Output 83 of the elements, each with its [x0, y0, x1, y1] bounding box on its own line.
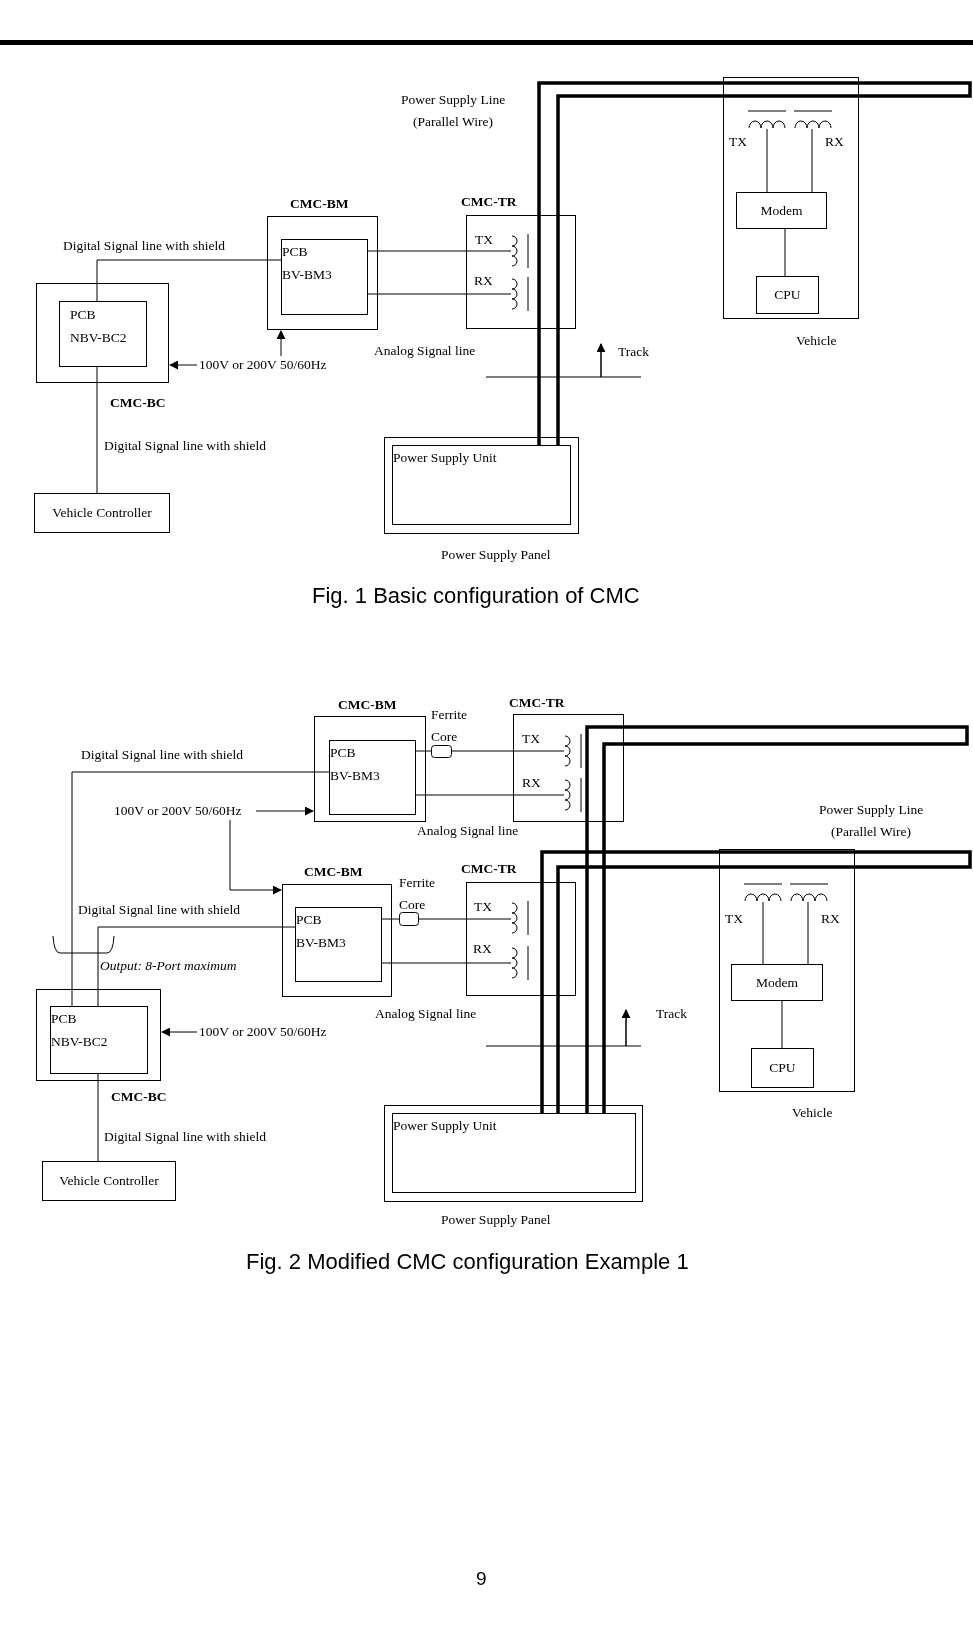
coil-label: TX — [522, 731, 540, 747]
track-label: Track — [656, 1006, 687, 1022]
component-box: Modem — [731, 964, 823, 1001]
coil-label: RX — [522, 775, 541, 791]
coil-label: TX — [475, 232, 493, 248]
connector-line — [381, 962, 512, 964]
track-label: Track — [618, 344, 649, 360]
wire-label: Power Supply Line (Parallel Wire) — [399, 91, 507, 131]
connector-line — [762, 901, 764, 965]
unit-heading: CMC-TR — [461, 194, 517, 210]
component-box: Vehicle Controller — [34, 493, 170, 533]
board-box: Power Supply Unit — [392, 445, 571, 525]
coil-label: TX — [474, 899, 492, 915]
coil-label: RX — [821, 911, 840, 927]
connector-line — [367, 293, 512, 295]
note: Output: 8-Port maximum — [100, 958, 237, 974]
component-box: Vehicle Controller — [42, 1161, 176, 1201]
unit-heading: CMC-BM — [338, 697, 397, 713]
arrow — [276, 330, 286, 357]
board-box: Power Supply Unit — [392, 1113, 636, 1193]
unit-heading: CMC-BC — [110, 395, 166, 411]
power-wire — [540, 850, 972, 1113]
connector-line — [97, 926, 296, 1007]
power-wire — [585, 725, 969, 1113]
unit-heading: CMC-TR — [461, 861, 517, 877]
figure-caption: Fig. 1 Basic configuration of CMC — [312, 583, 640, 609]
connector-line — [96, 366, 98, 494]
connector-line — [367, 250, 512, 252]
component-box: CPU — [751, 1048, 814, 1088]
component-box: CPU — [756, 276, 819, 314]
ferrite-label: Ferrite Core — [399, 874, 436, 914]
coil-label: RX — [474, 273, 493, 289]
board-box: PCB BV-BM3 — [281, 239, 368, 315]
enclosure-label: Power Supply Panel — [441, 547, 551, 563]
wire-label: Power Supply Line (Parallel Wire) — [817, 801, 925, 841]
connector-line — [96, 259, 282, 302]
edge-label: Digital Signal line with shield — [81, 747, 243, 763]
arrow — [255, 806, 314, 816]
edge-label: Digital Signal line with shield — [104, 1129, 266, 1145]
voltage-label: 100V or 200V 50/60Hz — [199, 1024, 327, 1040]
coil-label: TX — [725, 911, 743, 927]
connector-line — [415, 794, 565, 796]
connector-line — [784, 228, 786, 277]
unit-heading: CMC-BM — [290, 196, 349, 212]
unit-heading: CMC-BM — [304, 864, 363, 880]
connector-line — [381, 918, 400, 920]
voltage-label: 100V or 200V 50/60Hz — [199, 357, 327, 373]
edge-label: Digital Signal line with shield — [78, 902, 240, 918]
connector-line — [766, 128, 768, 193]
connector-line — [781, 1000, 783, 1049]
signal-line-label: Analog Signal line — [374, 343, 476, 359]
board-box: PCB NBV-BC2 — [50, 1006, 148, 1074]
signal-line-label: Analog Signal line — [417, 823, 519, 839]
connector-line — [807, 901, 809, 965]
page-number: 9 — [476, 1567, 487, 1591]
connector-line — [71, 771, 330, 1007]
edge-label: Digital Signal line with shield — [104, 438, 266, 454]
coil-label: TX — [729, 134, 747, 150]
connector-line — [811, 128, 813, 193]
connector-line — [451, 750, 565, 752]
figure-caption: Fig. 2 Modified CMC configuration Example 1 — [246, 1249, 689, 1275]
enclosure-label: Vehicle — [792, 1105, 833, 1121]
edge-label: Digital Signal line with shield — [63, 238, 225, 254]
unit-heading: CMC-BC — [111, 1089, 167, 1105]
board-box: PCB NBV-BC2 — [59, 301, 147, 367]
enclosure-label: Vehicle — [796, 333, 837, 349]
voltage-label: 100V or 200V 50/60Hz — [114, 803, 242, 819]
board-box: PCB BV-BM3 — [329, 740, 416, 815]
arrow — [161, 1027, 198, 1037]
ferrite-label: Ferrite Core — [431, 706, 468, 746]
coil-label: RX — [825, 134, 844, 150]
connector-line — [418, 918, 512, 920]
connector-line — [97, 1073, 99, 1162]
arrow — [229, 819, 282, 895]
board-box: PCB BV-BM3 — [295, 907, 382, 982]
connector-line — [415, 750, 432, 752]
power-wire — [537, 81, 972, 445]
enclosure-label: Power Supply Panel — [441, 1212, 551, 1228]
component-box: Modem — [736, 192, 827, 229]
signal-line-label: Analog Signal line — [375, 1006, 477, 1022]
unit-heading: CMC-TR — [509, 695, 565, 711]
coil-label: RX — [473, 941, 492, 957]
arrow — [169, 360, 198, 370]
